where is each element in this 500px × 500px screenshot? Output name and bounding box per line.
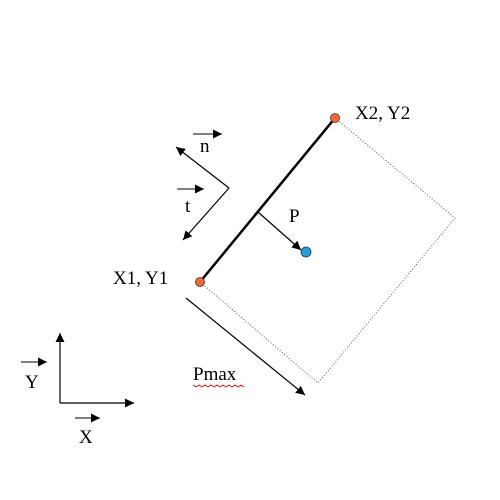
label-pmax: Pmax — [193, 364, 237, 385]
point-p — [300, 246, 312, 258]
label-t: t — [185, 196, 191, 217]
pressure-envelope — [199, 117, 456, 384]
endpoint-x2y2 — [330, 113, 340, 123]
endpoint-x1y1 — [195, 277, 205, 287]
segment-line — [199, 117, 336, 283]
label-x1y1: X1, Y1 — [113, 268, 168, 289]
label-y: Y — [25, 372, 39, 393]
label-p: P — [289, 206, 300, 227]
label-x2y2: X2, Y2 — [355, 103, 410, 124]
pmax-arrow — [185, 297, 306, 396]
t-direction-arrow — [182, 187, 230, 241]
label-n: n — [200, 136, 210, 157]
p-arrow — [257, 211, 302, 251]
label-x: X — [79, 427, 93, 448]
pmax-spellcheck-underline — [192, 384, 245, 388]
n-direction-arrow — [175, 146, 230, 189]
